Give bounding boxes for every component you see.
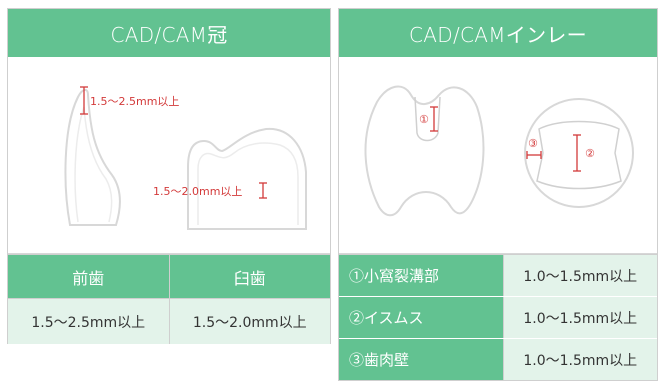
- inlay-row-isthmus: ②イスムス 1.0～1.5mm以上: [339, 296, 657, 338]
- marker2-label: ②: [585, 147, 595, 160]
- row-value-isthmus: 1.0～1.5mm以上: [502, 297, 657, 338]
- inlay-title: CAD/CAMインレー: [339, 9, 657, 57]
- crown-table-values: 1.5～2.5mm以上 1.5～2.0mm以上: [8, 298, 330, 344]
- row-label-fissure: ①小窩裂溝部: [339, 255, 503, 296]
- crown-table-header: 前歯 臼歯: [8, 254, 330, 298]
- inlay-occlusal-cavity: [536, 120, 622, 190]
- row-label-isthmus: ②イスムス: [339, 297, 503, 338]
- anterior-tooth-inner: [74, 106, 113, 223]
- inlay-row-fissure: ①小窩裂溝部 1.0～1.5mm以上: [339, 254, 657, 296]
- crown-diagram: 1.5～2.5mm以上 1.5～2.0mm以上: [64, 86, 307, 230]
- inlay-illustration: ① ② ③: [339, 57, 657, 254]
- value-anterior: 1.5～2.5mm以上: [8, 299, 169, 344]
- molar-tooth-outline: [187, 127, 307, 230]
- anterior-tooth-outline: [64, 89, 121, 226]
- marker1-label: ①: [419, 113, 429, 126]
- inlay-row-gingival: ③歯肉壁 1.0～1.5mm以上: [339, 338, 657, 380]
- inlay-side-tooth-outline: [364, 85, 485, 217]
- inlay-cavity-outline: [414, 96, 441, 142]
- header-anterior: 前歯: [8, 255, 169, 298]
- inlay-diagram: ① ② ③: [364, 85, 634, 217]
- row-value-gingival: 1.0～1.5mm以上: [502, 339, 657, 380]
- crown-panel: CAD/CAM冠 1.5～2.5mm以上 1.5～2.0mm以上 前歯 臼歯 1…: [7, 8, 331, 344]
- crown-illustration: 1.5～2.5mm以上 1.5～2.0mm以上: [8, 57, 330, 254]
- crown-title: CAD/CAM冠: [8, 9, 330, 57]
- molar-tooth-inner: [197, 142, 299, 225]
- inlay-panel: CAD/CAMインレー ① ② ③ ①小窩裂溝部 1.0～1.5mm以上 ②: [338, 8, 658, 381]
- row-value-fissure: 1.0～1.5mm以上: [502, 255, 657, 296]
- row-label-gingival: ③歯肉壁: [339, 339, 503, 380]
- molar-thickness-label: 1.5～2.0mm以上: [153, 185, 242, 198]
- header-molar: 臼歯: [168, 255, 330, 298]
- marker3-label: ③: [528, 137, 538, 150]
- value-molar: 1.5～2.0mm以上: [168, 299, 330, 344]
- inlay-occlusal-outline: [524, 98, 634, 208]
- anterior-thickness-label: 1.5～2.5mm以上: [90, 95, 179, 108]
